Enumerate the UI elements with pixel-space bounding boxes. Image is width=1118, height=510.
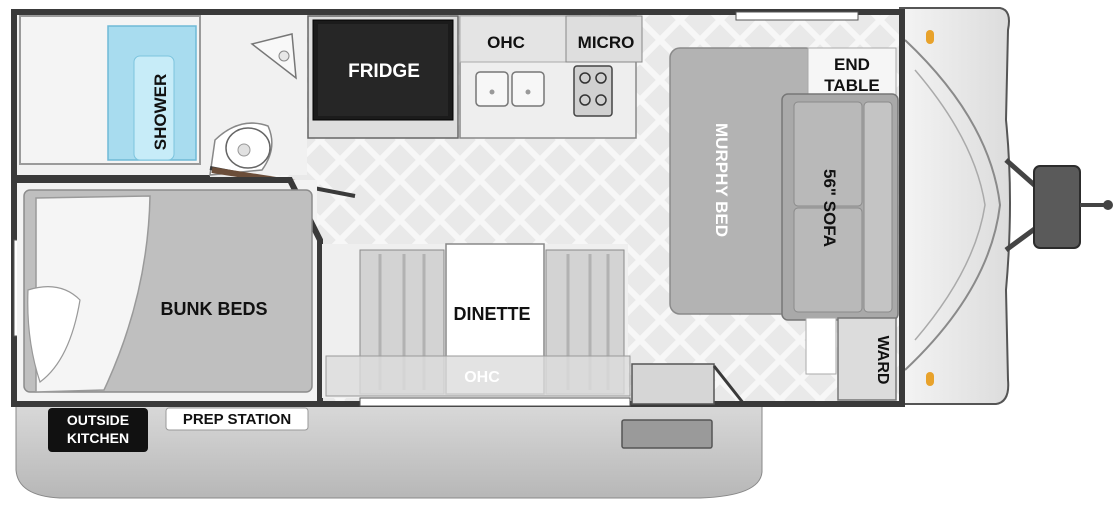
outside-kitchen-label-line2: KITCHEN <box>67 430 129 446</box>
dinette-label: DINETTE <box>453 304 530 324</box>
murphy-bed-label: MURPHY BED <box>712 123 731 237</box>
shower-label: SHOWER <box>151 74 170 151</box>
window-top <box>735 11 859 21</box>
entry-step-1 <box>631 363 715 405</box>
entry-step-2 <box>621 419 713 449</box>
cap-chevron <box>904 39 1002 371</box>
wardrobe-shelf <box>805 317 837 375</box>
fridge-label: FRIDGE <box>348 61 420 82</box>
kitchen-sink-1 <box>475 71 509 107</box>
cooktop <box>573 65 613 117</box>
shower-pan <box>133 55 175 161</box>
ohc-top-label: OHC <box>487 33 525 52</box>
front-cap <box>899 7 1011 405</box>
outside-kitchen-label-line1: OUTSIDE <box>67 412 129 428</box>
prep-station-badge <box>165 407 309 431</box>
sofa-cushion-1 <box>793 101 863 207</box>
burner-4 <box>595 94 607 106</box>
wardrobe <box>837 317 897 401</box>
outside-kitchen-badge <box>48 408 148 452</box>
hitch-coupler <box>1103 200 1113 210</box>
sofa-cushion-2 <box>793 207 863 313</box>
end-table-label-line2: TABLE <box>824 76 879 95</box>
sink-drain-1 <box>489 89 495 95</box>
bunk-pillow <box>27 286 81 383</box>
prep-station-label: PREP STATION <box>183 411 291 428</box>
micro-label: MICRO <box>578 33 635 52</box>
end-table-label-line1: END <box>834 55 870 74</box>
bath-sink-bowl <box>278 50 290 62</box>
bath-sink-counter <box>250 33 297 80</box>
ward-label: WARD <box>874 336 891 385</box>
ohc-bottom-band <box>325 355 631 397</box>
burner-3 <box>579 94 591 106</box>
fridge-highlight <box>318 24 448 116</box>
burner-1 <box>579 72 591 84</box>
window-bottom <box>359 397 631 407</box>
end-table <box>807 47 897 99</box>
toilet-seat-hole <box>237 143 251 157</box>
ohc-bottom-label: OHC <box>464 369 500 386</box>
bunk-beds-label: BUNK BEDS <box>160 299 267 319</box>
sofa-label: 56" SOFA <box>820 169 839 247</box>
cap-chevron-2 <box>914 69 986 341</box>
sofa-back <box>863 101 893 313</box>
burner-2 <box>595 72 607 84</box>
marker-light-bottom <box>926 372 934 386</box>
kitchen-sink-2 <box>511 71 545 107</box>
entry-door <box>712 365 746 405</box>
micro-band <box>565 15 643 63</box>
sink-drain-2 <box>525 89 531 95</box>
propane-box <box>1033 165 1081 249</box>
marker-light-top <box>926 30 934 44</box>
